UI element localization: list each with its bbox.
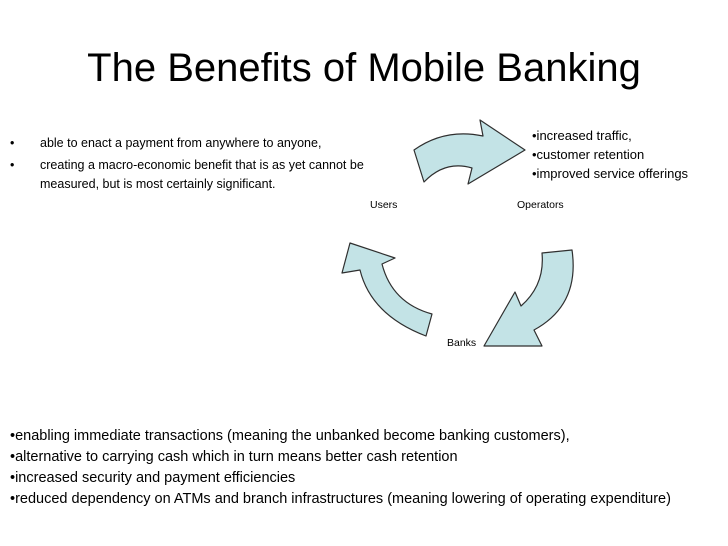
list-item: • creating a macro-economic benefit that… xyxy=(10,156,390,194)
list-item: •reduced dependency on ATMs and branch i… xyxy=(10,491,671,507)
list-item: •alternative to carrying cash which in t… xyxy=(10,449,458,465)
list-item: •improved service offerings xyxy=(532,166,689,181)
bullet-marker: • xyxy=(10,136,15,150)
arrow-users-to-operators xyxy=(413,119,526,185)
node-label-operators: Operators xyxy=(517,199,564,211)
operators-benefits-list: •increased traffic, •customer retention … xyxy=(532,126,688,183)
arrow-banks-to-users xyxy=(341,242,433,337)
arrow-operators-to-banks xyxy=(483,249,574,347)
node-label-banks: Banks xyxy=(447,337,477,349)
node-label-users: Users xyxy=(370,199,398,211)
list-item: •customer retention xyxy=(532,147,645,162)
users-benefits-list: • able to enact a payment from anywhere … xyxy=(10,134,390,197)
list-item: •enabling immediate transactions (meanin… xyxy=(10,428,570,444)
banks-benefits-list: •enabling immediate transactions (meanin… xyxy=(10,426,720,510)
list-item-text: creating a macro-economic benefit that i… xyxy=(40,158,364,191)
list-item-text: able to enact a payment from anywhere to… xyxy=(40,136,322,150)
list-item: • able to enact a payment from anywhere … xyxy=(10,134,390,153)
list-item: •increased traffic, xyxy=(532,128,632,143)
slide-title: The Benefits of Mobile Banking xyxy=(87,46,641,90)
bullet-marker: • xyxy=(10,158,15,172)
list-item: •increased security and payment efficien… xyxy=(10,470,296,486)
